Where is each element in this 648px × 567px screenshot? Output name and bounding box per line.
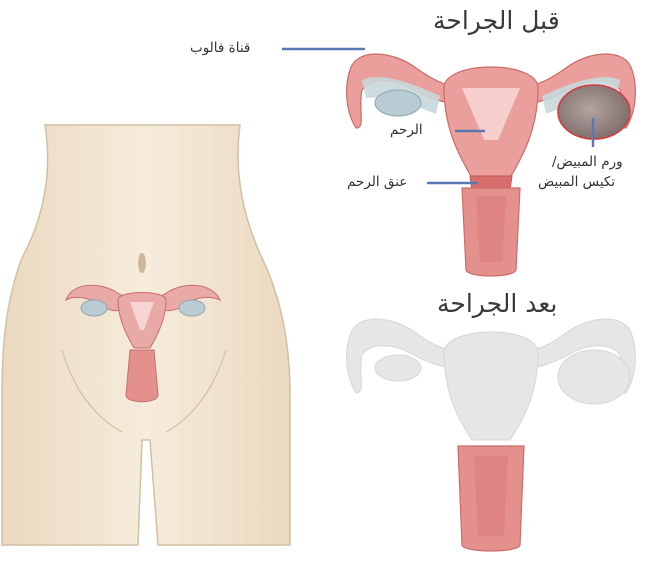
vagina-inner: [476, 196, 506, 262]
pointer-lines: [282, 49, 593, 183]
ghost-tumor: [558, 350, 630, 404]
cervix-label: عنق الرحم: [347, 174, 407, 190]
torso-right-ovary: [179, 300, 205, 316]
navel: [138, 253, 146, 273]
ovarian-tumor-label-line2: تكيس المبيض: [538, 174, 615, 190]
removed-organs-ghost: [347, 319, 636, 440]
ghost-left-ovary: [375, 355, 421, 381]
ghost-uterus: [444, 332, 538, 440]
left-ovary: [375, 90, 421, 116]
fallopian-tube-label: قناة فالوب: [190, 40, 250, 56]
before-surgery-heading: قبل الجراحة: [433, 6, 560, 35]
ovarian-tumor-label-line1: ورم المبيض/: [552, 154, 623, 170]
organs-after-surgery: [347, 319, 636, 551]
uterus-label: الرحم: [390, 122, 423, 138]
torso-left-ovary: [81, 300, 107, 316]
torso-vagina: [126, 350, 158, 402]
after-surgery-heading: بعد الجراحة: [437, 289, 557, 318]
remaining-vagina-inner: [474, 456, 508, 536]
